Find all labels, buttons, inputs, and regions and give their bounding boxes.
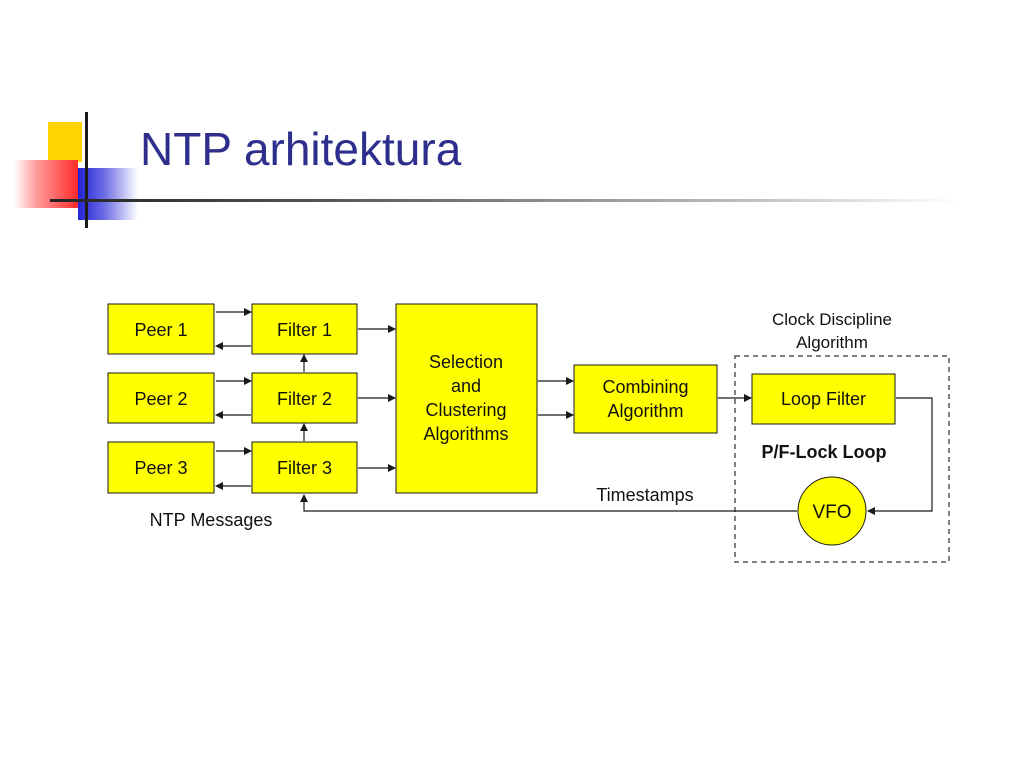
loop-filter-box: Loop Filter xyxy=(751,373,896,425)
selection-line-2: and xyxy=(451,376,481,396)
combining-algorithm-box: Combining Algorithm xyxy=(573,364,718,434)
loop-filter-label: Loop Filter xyxy=(781,389,866,409)
filter-1-box: Filter 1 xyxy=(251,303,358,355)
filter-selection-arrows xyxy=(358,325,396,472)
filter-1-label: Filter 1 xyxy=(277,320,332,340)
decor-blue-square xyxy=(78,168,138,220)
arrow-loop-filter-to-vfo xyxy=(867,397,933,515)
peer-1-label: Peer 1 xyxy=(134,320,187,340)
selection-line-3: Clustering xyxy=(425,400,506,420)
filter-2-label: Filter 2 xyxy=(277,389,332,409)
peer-2-label: Peer 2 xyxy=(134,389,187,409)
selection-combining-arrows xyxy=(538,377,574,419)
peer-3-box: Peer 3 xyxy=(107,441,215,494)
filter-3-label: Filter 3 xyxy=(277,458,332,478)
clock-discipline-label-2: Algorithm xyxy=(796,333,868,352)
combining-line-1: Combining xyxy=(602,377,688,397)
pf-lock-loop-label: P/F-Lock Loop xyxy=(762,442,887,462)
peer-3-label: Peer 3 xyxy=(134,458,187,478)
clock-discipline-label-1: Clock Discipline xyxy=(772,310,892,329)
selection-clustering-box: Selection and Clustering Algorithms xyxy=(395,303,538,494)
clock-discipline-region xyxy=(734,355,950,563)
arrow-vfo-to-filter3 xyxy=(300,494,797,512)
peer-filter-arrows xyxy=(215,308,252,490)
vfo-label: VFO xyxy=(812,502,851,523)
peer-2-box: Peer 2 xyxy=(107,372,215,424)
slide-title: NTP arhitektura xyxy=(140,123,462,175)
ntp-messages-label: NTP Messages xyxy=(150,510,273,530)
vfo-circle: VFO xyxy=(797,476,867,546)
selection-line-4: Algorithms xyxy=(423,424,508,444)
filter-2-box: Filter 2 xyxy=(251,372,358,424)
timestamps-label: Timestamps xyxy=(596,485,693,505)
combining-line-2: Algorithm xyxy=(607,401,683,421)
peer-1-box: Peer 1 xyxy=(107,303,215,355)
selection-line-1: Selection xyxy=(429,352,503,372)
title-underline xyxy=(50,199,960,202)
decor-vertical-line xyxy=(85,112,88,228)
filter-3-box: Filter 3 xyxy=(251,441,358,494)
decor-yellow-square xyxy=(48,122,82,162)
